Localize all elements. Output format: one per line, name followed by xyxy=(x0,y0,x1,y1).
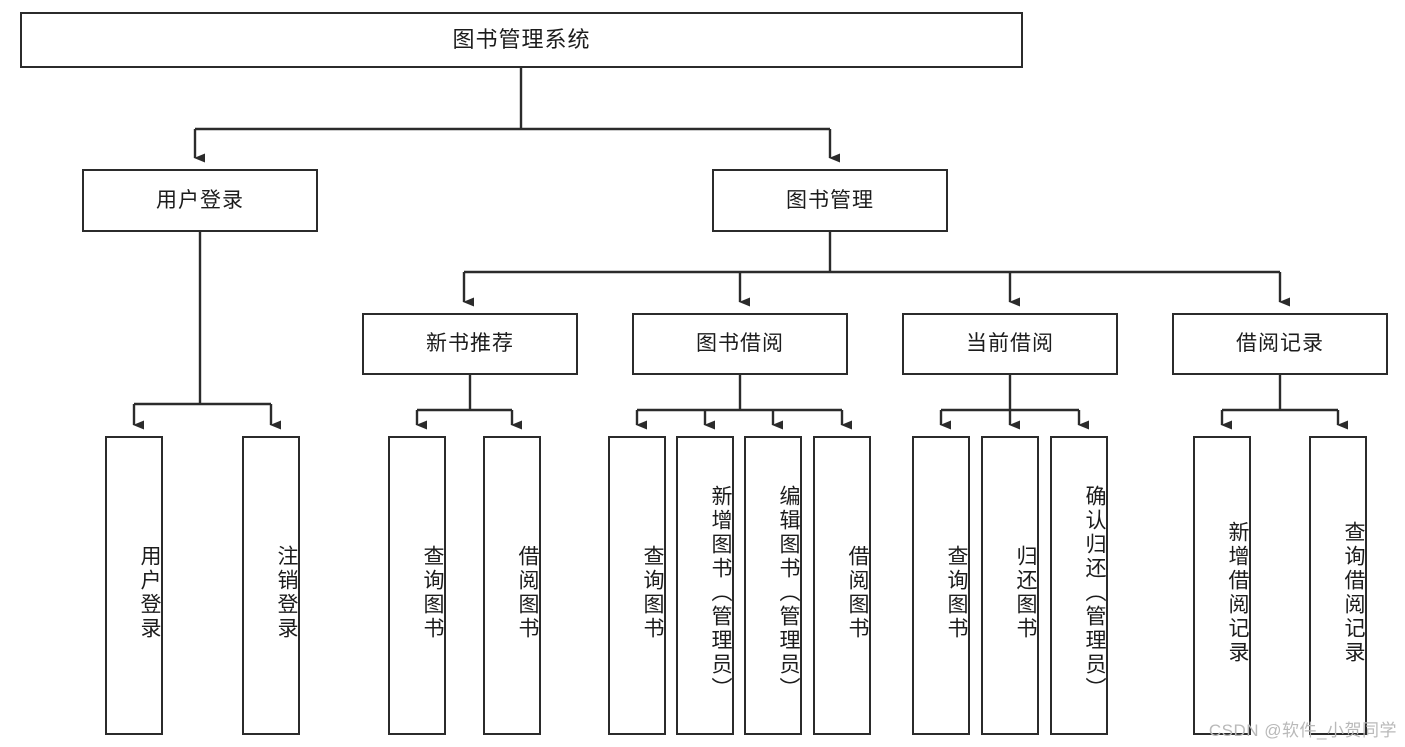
node-root[interactable]: 图书管理系统 xyxy=(20,12,1023,68)
leaf-return-book[interactable]: 归还图书 xyxy=(981,436,1039,735)
leaf-query-book-1[interactable]: 查询图书 xyxy=(388,436,446,735)
leaf-add-record[interactable]: 新增借阅记录 xyxy=(1193,436,1251,735)
leaf-query-record[interactable]: 查询借阅记录 xyxy=(1309,436,1367,735)
leaf-borrow-book-1[interactable]: 借阅图书 xyxy=(483,436,541,735)
node-current-borrow[interactable]: 当前借阅 xyxy=(902,313,1118,375)
node-book-borrow[interactable]: 图书借阅 xyxy=(632,313,848,375)
leaf-user-login[interactable]: 用户登录 xyxy=(105,436,163,735)
leaf-logout-login[interactable]: 注销登录 xyxy=(242,436,300,735)
leaf-query-book-3[interactable]: 查询图书 xyxy=(912,436,970,735)
csdn-watermark: CSDN @软件_小贺同学 xyxy=(1208,721,1397,740)
node-new-book-rec[interactable]: 新书推荐 xyxy=(362,313,578,375)
node-user-login[interactable]: 用户登录 xyxy=(82,169,318,232)
leaf-confirm-return[interactable]: 确认归还（管理员） xyxy=(1050,436,1108,735)
leaf-add-book[interactable]: 新增图书（管理员） xyxy=(676,436,734,735)
leaf-borrow-book-2[interactable]: 借阅图书 xyxy=(813,436,871,735)
leaf-edit-book[interactable]: 编辑图书（管理员） xyxy=(744,436,802,735)
node-book-manage[interactable]: 图书管理 xyxy=(712,169,948,232)
leaf-query-book-2[interactable]: 查询图书 xyxy=(608,436,666,735)
node-borrow-record[interactable]: 借阅记录 xyxy=(1172,313,1388,375)
